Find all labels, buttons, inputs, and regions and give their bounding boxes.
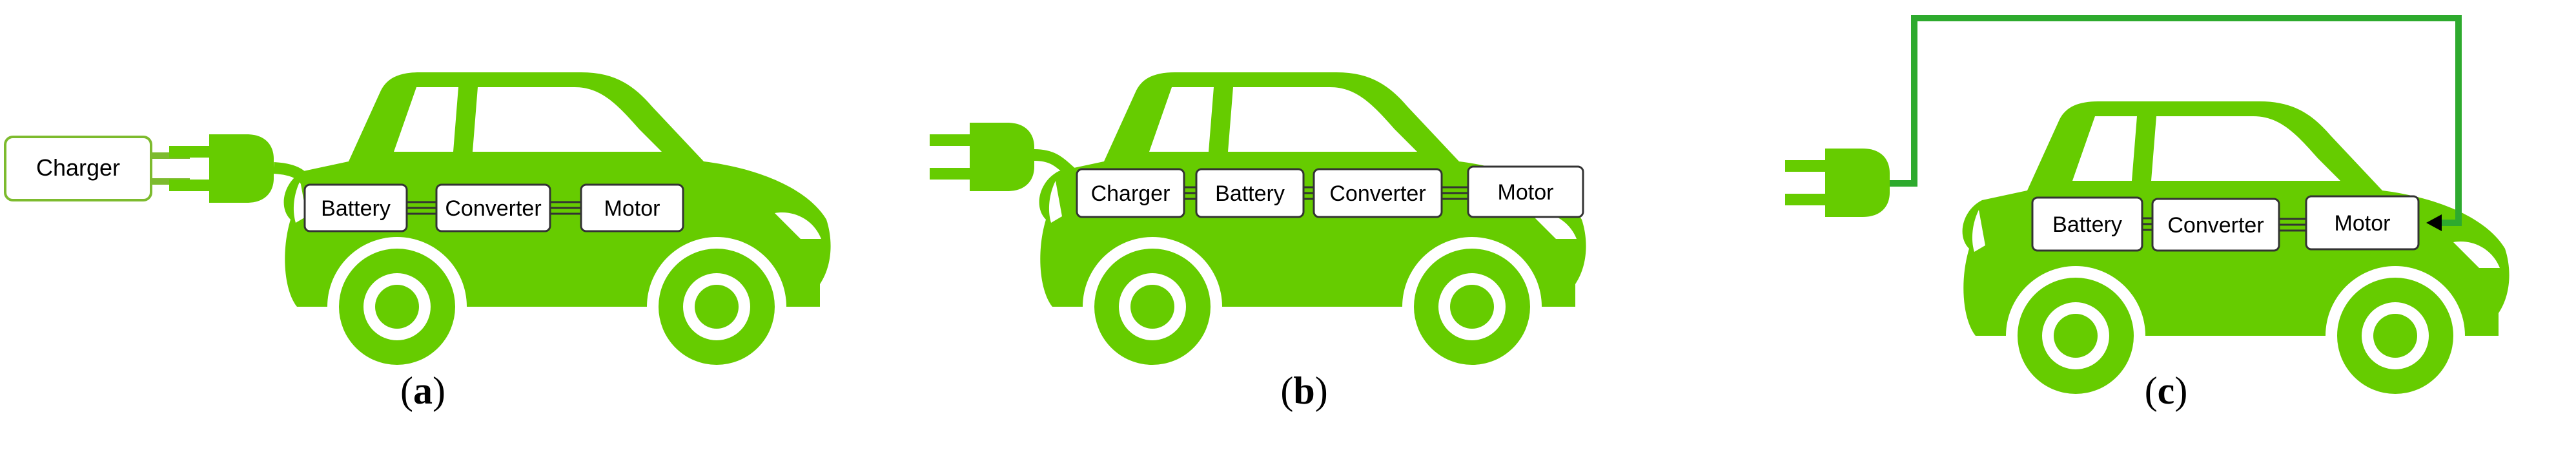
panel-label-a: (a)	[400, 369, 445, 412]
plug-icon	[930, 123, 1034, 191]
triple-line-connector	[550, 201, 581, 215]
car-b	[1039, 72, 1586, 376]
plug-icon	[1785, 149, 1890, 217]
triple-line-connector	[1442, 186, 1468, 200]
component-label: Converter	[1329, 181, 1426, 206]
component-label: Motor	[1498, 180, 1554, 205]
panel-b	[930, 72, 1586, 376]
motor-box: Motor	[1467, 165, 1584, 218]
component-label: Battery	[321, 196, 391, 221]
battery-box: Battery	[1195, 168, 1305, 218]
panel-label-c: (c)	[2145, 369, 2188, 412]
battery-box: Battery	[303, 183, 408, 232]
converter-box: Converter	[2151, 198, 2280, 252]
panel-a: Charger	[4, 72, 831, 376]
plug-icon	[169, 134, 274, 203]
motor-box: Motor	[2305, 195, 2420, 251]
charger-box: Charger	[1076, 168, 1185, 218]
charger-box-external: Charger	[4, 136, 152, 201]
component-label: Battery	[2052, 212, 2122, 237]
battery-box: Battery	[2031, 196, 2143, 252]
converter-box: Converter	[1313, 168, 1443, 218]
panel-c	[1785, 15, 2510, 406]
svg-text:Charger: Charger	[36, 154, 120, 181]
triple-line-connector	[1184, 186, 1196, 200]
motor-box: Motor	[580, 183, 684, 232]
panel-labels: (a) (b) (c)	[400, 369, 2187, 412]
direct-power-wire	[1890, 15, 2462, 226]
arrow-head-icon	[2426, 214, 2442, 231]
triple-line-connector	[2142, 217, 2152, 231]
converter-box: Converter	[435, 183, 551, 232]
component-label: Converter	[445, 196, 541, 221]
triple-line-connector	[407, 201, 436, 215]
car-c	[1962, 101, 2510, 406]
component-label: Charger	[1091, 181, 1170, 206]
component-label: Motor	[2335, 211, 2391, 236]
triple-line-connector	[2279, 218, 2306, 232]
component-label: Converter	[2167, 213, 2264, 238]
panel-label-b: (b)	[1280, 369, 1327, 412]
triple-line-connector	[1303, 186, 1314, 200]
component-label: Battery	[1215, 181, 1285, 206]
component-label: Motor	[604, 196, 660, 221]
